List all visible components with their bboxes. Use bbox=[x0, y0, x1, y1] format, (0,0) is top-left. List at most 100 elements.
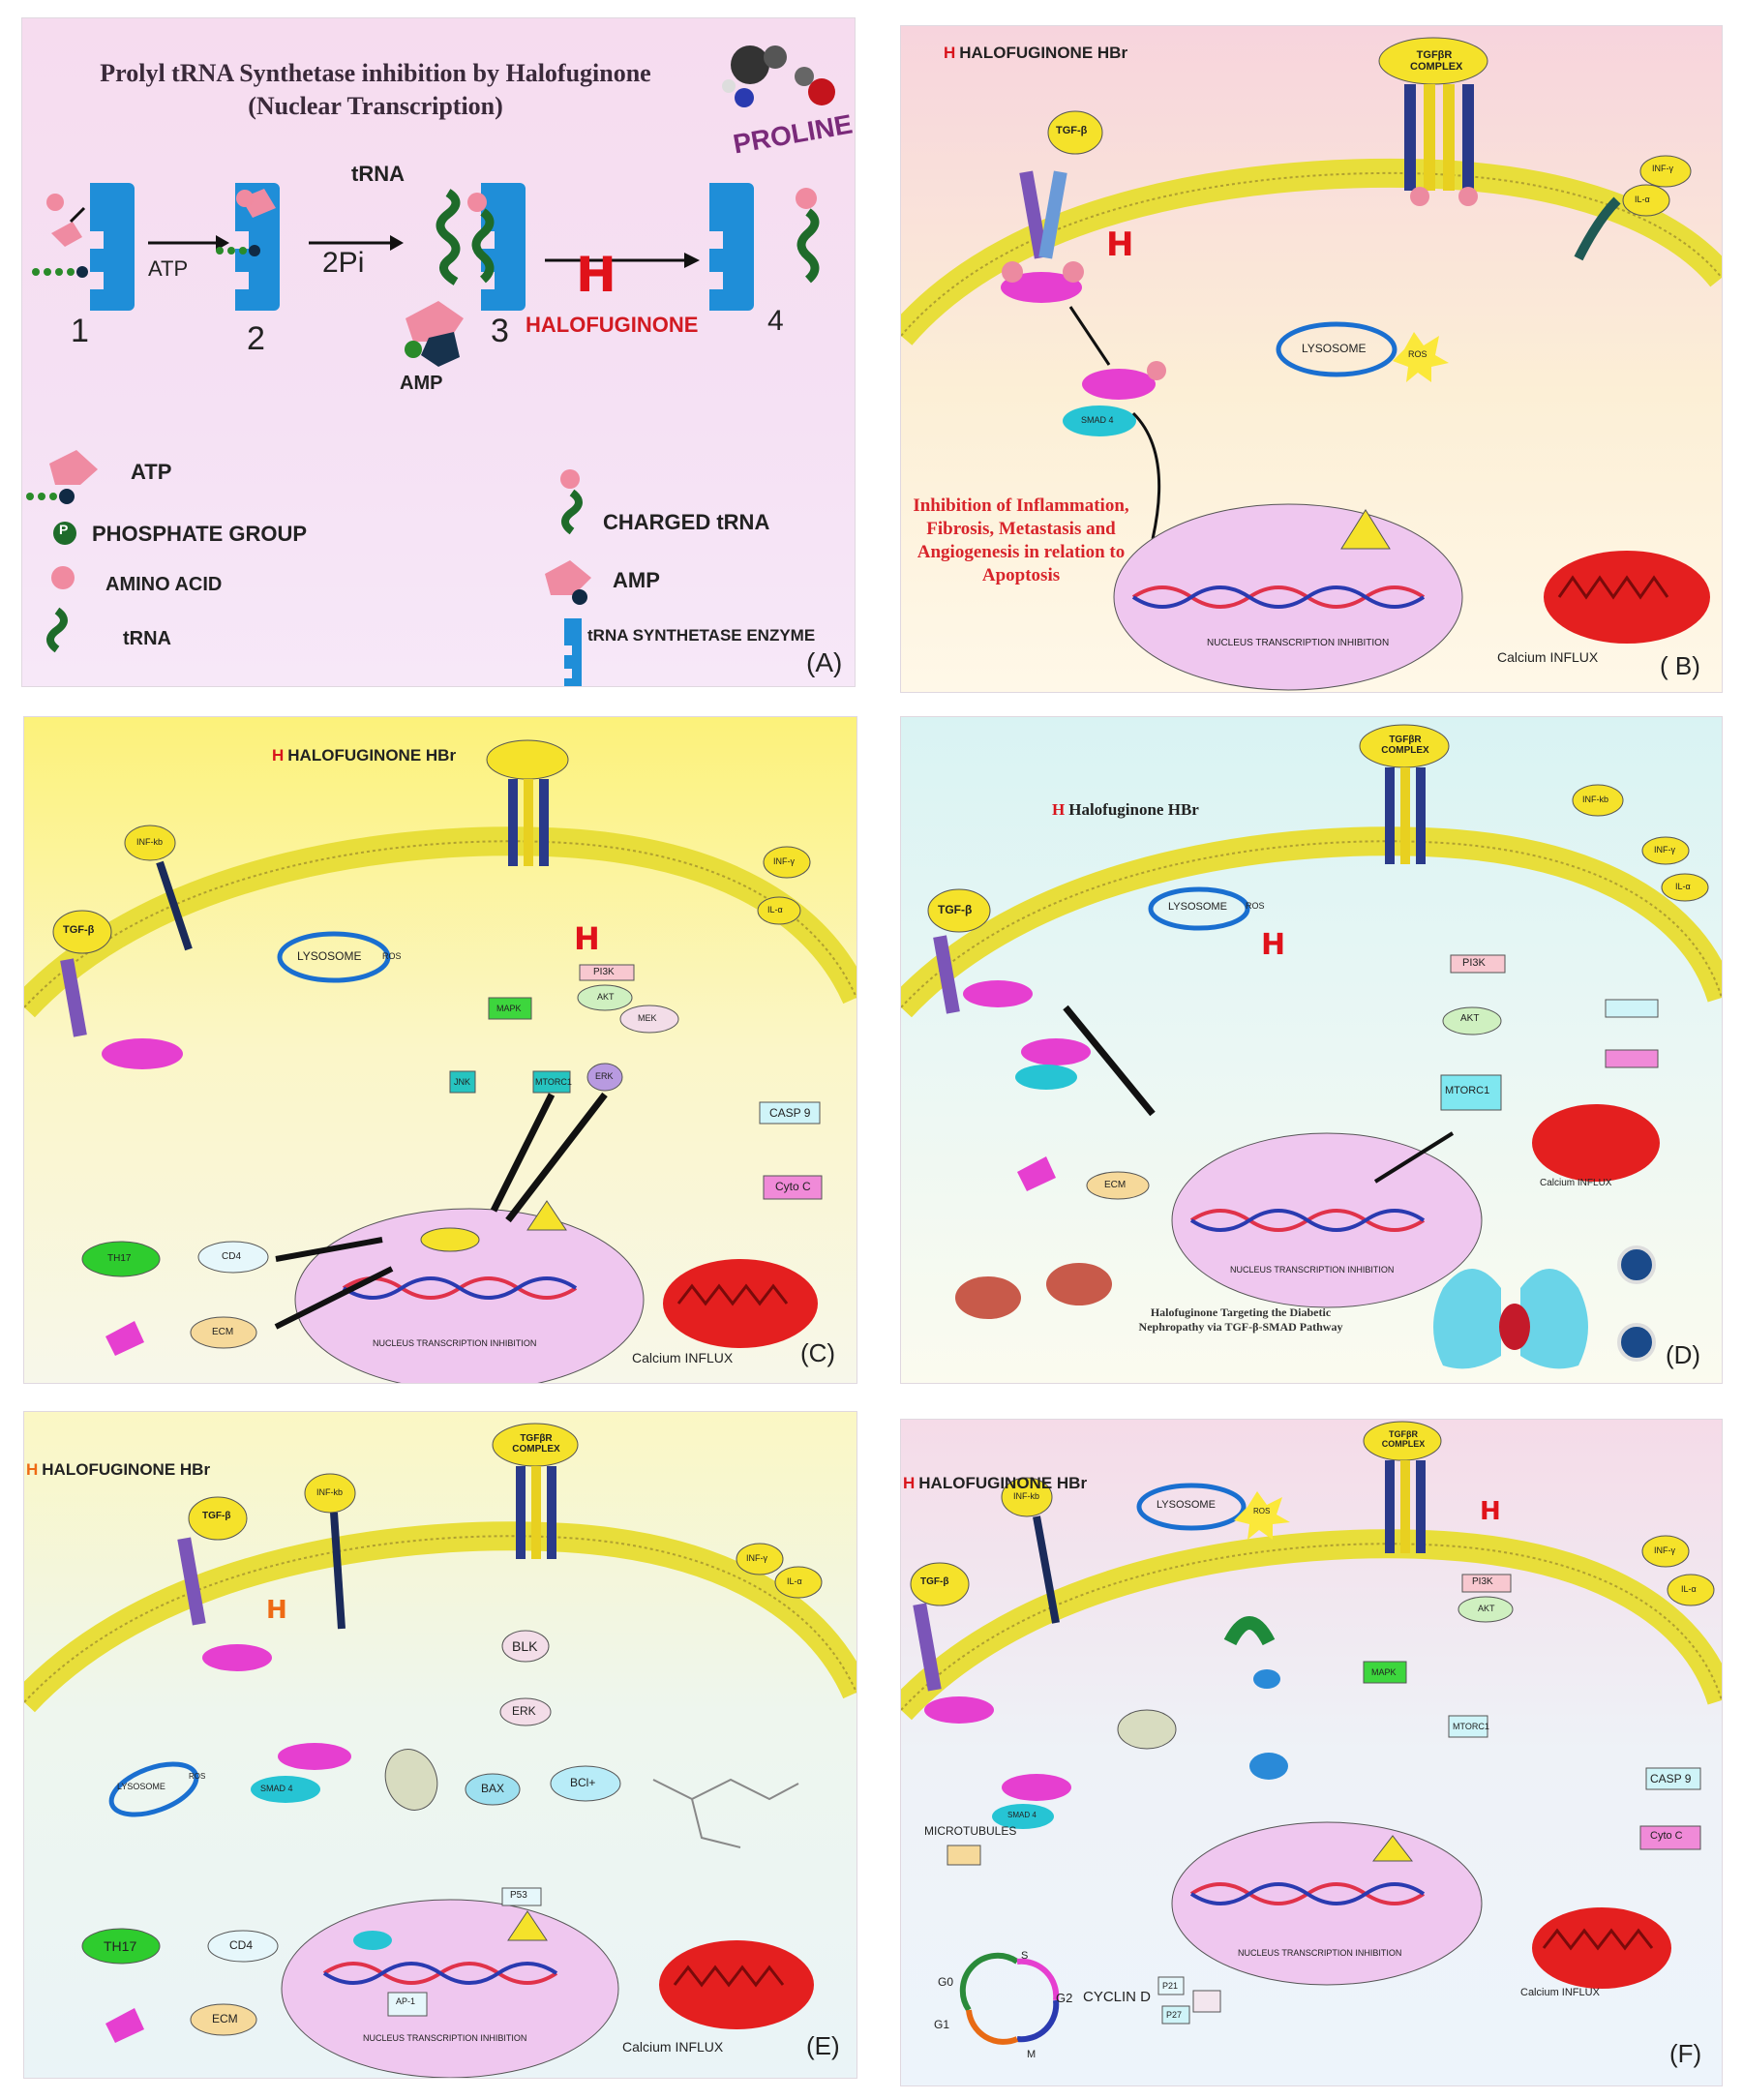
legend-synthetase-icon bbox=[564, 618, 582, 686]
pi3k-label: PI3K bbox=[1472, 1576, 1493, 1587]
step-3-label: 3 bbox=[491, 313, 509, 349]
legend-amino-label: AMINO ACID bbox=[105, 574, 223, 595]
tgfb-label: TGF-β bbox=[202, 1511, 231, 1521]
halofuginone-h-marker: H bbox=[1106, 225, 1134, 264]
cyclin-label: CYCLIN D bbox=[1083, 1989, 1152, 2005]
halofuginone-h-marker: H bbox=[574, 920, 600, 957]
tgfbr-complex-icon bbox=[1378, 37, 1488, 206]
legend-charged-label: CHARGED tRNA bbox=[603, 510, 770, 534]
legend-atp-icon bbox=[26, 450, 98, 504]
panel-f-graphics bbox=[901, 1421, 1722, 2045]
smad-icon bbox=[1001, 272, 1082, 303]
halofuginone-hbr-label: Halofuginone HBr bbox=[1068, 800, 1199, 819]
nfkb-label: INF-kb bbox=[1013, 1491, 1039, 1501]
mitochondria-icon bbox=[1532, 1104, 1660, 1182]
il-label: IL-α bbox=[1681, 1584, 1697, 1594]
ros-label: ROS bbox=[1253, 1507, 1271, 1515]
pi3k-label: PI3K bbox=[1462, 957, 1486, 969]
panel-e-graphics bbox=[24, 1423, 856, 2078]
nfkb-receptor-icon bbox=[156, 860, 193, 951]
nucleus-label: NUCLEUS TRANSCRIPTION INHIBITION bbox=[373, 1338, 537, 1348]
cell-cycle-icon bbox=[959, 1952, 1060, 2045]
il-label: IL-α bbox=[787, 1576, 802, 1586]
panel-d-caption: Halofuginone Targeting the Diabetic Neph… bbox=[1138, 1305, 1343, 1334]
legend-synthetase-label: tRNA SYNTHETASE ENZYME bbox=[587, 626, 816, 645]
legend-phosphate-icon bbox=[53, 522, 76, 545]
trna-label: tRNA bbox=[351, 162, 405, 186]
synthetase-enzyme-4 bbox=[709, 183, 820, 311]
jnk-label: JNK bbox=[454, 1077, 471, 1087]
tgfbr-complex-label: TGFβR COMPLEX bbox=[1381, 735, 1429, 756]
inf-label: INF-γ bbox=[1654, 1545, 1675, 1555]
panel-e-letter: (E) bbox=[806, 2031, 840, 2060]
cell-membrane bbox=[24, 826, 856, 1018]
legend-amp-label: AMP bbox=[613, 568, 660, 592]
pi-step-label: 2Pi bbox=[322, 247, 365, 279]
nucleus-label: NUCLEUS TRANSCRIPTION INHIBITION bbox=[363, 2033, 527, 2043]
nucleus-label: NUCLEUS TRANSCRIPTION INHIBITION bbox=[1238, 1948, 1402, 1958]
halofuginone-hbr-label: HALOFUGINONE HBr bbox=[287, 746, 457, 765]
calcium-label: Calcium INFLUX bbox=[632, 1350, 734, 1365]
halofuginone-hbr-label: HALOFUGINONE HBr bbox=[918, 1474, 1088, 1492]
ecm-label: ECM bbox=[212, 2012, 238, 2025]
kidney-icon bbox=[955, 1263, 1112, 1319]
ecm-label: ECM bbox=[212, 1327, 234, 1337]
microtubules-label: MICROTUBULES bbox=[924, 1824, 1017, 1838]
p21-label: P21 bbox=[1162, 1981, 1179, 1991]
casp9-label: CASP 9 bbox=[1650, 1772, 1692, 1785]
tgfb-label: TGF-β bbox=[1056, 125, 1088, 136]
cytokine-receptor-icon bbox=[1574, 155, 1692, 261]
nucleus-label: NUCLEUS TRANSCRIPTION INHIBITION bbox=[1207, 638, 1390, 648]
ap1-label: AP-1 bbox=[396, 1996, 416, 2006]
bcl-label: BCl+ bbox=[570, 1776, 596, 1789]
lysosome-label: LYSOSOME bbox=[297, 949, 362, 963]
panel-b-letter: ( B) bbox=[1660, 651, 1700, 680]
lysosome-icon bbox=[1276, 321, 1397, 377]
proline-molecule-icon bbox=[722, 45, 835, 107]
panel-a-title-line1: Prolyl tRNA Synthetase inhibition by Hal… bbox=[100, 59, 651, 87]
il-label: IL-α bbox=[1675, 882, 1691, 891]
cytoc-label: Cyto C bbox=[775, 1180, 811, 1193]
pi3k-label: PI3K bbox=[593, 967, 615, 977]
il-label: IL-α bbox=[767, 905, 783, 915]
nucleus-label: NUCLEUS TRANSCRIPTION INHIBITION bbox=[1230, 1265, 1395, 1275]
ros-icon bbox=[1234, 1491, 1290, 1540]
amp-label: AMP bbox=[400, 373, 443, 394]
casp9-label: CASP 9 bbox=[769, 1106, 811, 1120]
ecm-label: ECM bbox=[1104, 1180, 1127, 1190]
akt-label: AKT bbox=[1478, 1604, 1495, 1613]
mek-label: MEK bbox=[638, 1013, 657, 1023]
halofuginone-h-icon: H bbox=[272, 746, 285, 765]
mitochondria-icon bbox=[659, 1940, 814, 2029]
legend-amp-icon bbox=[545, 560, 591, 605]
nucleus-icon bbox=[1171, 1132, 1483, 1308]
lysosome-icon bbox=[277, 931, 391, 983]
lysosome-icon bbox=[1136, 1483, 1247, 1531]
halofuginone-h-icon: H bbox=[1052, 800, 1066, 819]
halofuginone-h-marker: H bbox=[1261, 928, 1286, 962]
g0-label: G0 bbox=[938, 1975, 954, 1989]
p53-label: P53 bbox=[510, 1890, 527, 1901]
inf-label: INF-γ bbox=[1652, 164, 1673, 173]
th17-label: TH17 bbox=[104, 1938, 137, 1954]
ros-label: ROS bbox=[1246, 901, 1265, 911]
tgfb-receptor-icon bbox=[60, 958, 87, 1037]
lysosome-label: LYSOSOME bbox=[1157, 1499, 1216, 1511]
halofuginone-h-icon: H bbox=[576, 247, 616, 303]
panel-b-graphics bbox=[901, 37, 1722, 691]
calcium-label: Calcium INFLUX bbox=[1497, 649, 1599, 665]
lungs-icon bbox=[1433, 1269, 1588, 1369]
panel-a-title-line2: (Nuclear Transcription) bbox=[248, 92, 503, 120]
molecule-structure-icon bbox=[652, 1778, 799, 1848]
tgfb-label: TGF-β bbox=[63, 924, 95, 936]
step-4-label: 4 bbox=[767, 305, 784, 337]
cell-membrane bbox=[24, 1521, 856, 1713]
ros-label: ROS bbox=[1408, 349, 1427, 359]
halofuginone-h-icon: H bbox=[26, 1460, 39, 1479]
panel-d-graphics bbox=[901, 724, 1722, 1369]
mtorc-label: MTORC1 bbox=[535, 1077, 572, 1087]
panel-c-graphics bbox=[24, 739, 856, 1383]
th17-label: TH17 bbox=[107, 1253, 132, 1264]
